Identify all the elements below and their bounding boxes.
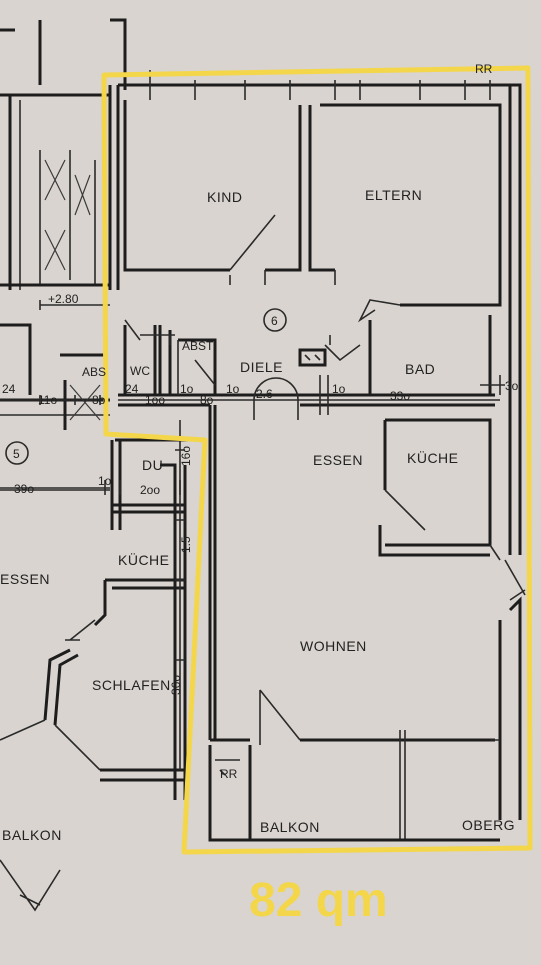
- unit-6-number: 6: [271, 314, 278, 328]
- room-label-du: DU: [142, 457, 163, 473]
- dim-39o: 39o: [14, 482, 34, 496]
- dim-8o-b: 8o: [200, 393, 214, 407]
- room-label-abs: ABS: [82, 365, 106, 379]
- area-label: 82 qm: [249, 874, 388, 927]
- room-label-eltern: ELTERN: [365, 187, 422, 203]
- room-label-wc: WC: [130, 364, 150, 378]
- room-label-essen: ESSEN: [313, 452, 363, 468]
- dim-1o-d: 1o: [98, 474, 112, 488]
- marker-level: +2.80: [48, 292, 79, 306]
- dim-15: 1.5: [179, 536, 193, 553]
- unit-6-circle: [263, 308, 287, 332]
- marker-rr-bottom: RR: [220, 767, 238, 781]
- room-label-essen-left: ESSEN: [0, 571, 50, 587]
- room-label-schlafen: SCHLAFEN: [92, 677, 171, 693]
- dim-11o: 11o: [38, 393, 57, 407]
- room-label-kind: KIND: [207, 189, 242, 205]
- unit-walls: [108, 70, 526, 842]
- dim-33o: 33o: [390, 389, 410, 403]
- dim-16o: 16o: [179, 446, 193, 466]
- room-label-wohnen: WOHNEN: [300, 638, 367, 654]
- neighbour-walls: [0, 18, 200, 912]
- dim-1o-c: 1o: [332, 382, 346, 396]
- room-label-balkon: BALKON: [260, 819, 320, 835]
- room-label-kueche-left: KÜCHE: [118, 551, 170, 568]
- highlight-outline: [101, 65, 533, 855]
- dim-8o-a: 8o: [92, 393, 106, 407]
- room-label-abst: ABST: [182, 339, 214, 353]
- dim-24b: 24: [125, 382, 139, 396]
- dim-24a: 24: [2, 382, 16, 396]
- dimension-lines: [0, 395, 185, 770]
- dim-1oo: 1oo: [145, 393, 165, 407]
- room-label-bad: BAD: [405, 361, 435, 377]
- room-label-balkon-left: BALKON: [2, 827, 62, 843]
- room-label-diele: DIELE: [240, 359, 283, 375]
- dim-1o-b: 1o: [226, 382, 240, 396]
- dim-3o: 3o: [505, 379, 519, 393]
- unit-5-circle: [5, 441, 29, 465]
- dim-1o-a: 1o: [180, 382, 194, 396]
- dim-36o: 36o: [169, 675, 183, 695]
- dim-26: 2.6: [256, 387, 273, 401]
- marker-rr-top: RR: [475, 62, 493, 76]
- marker-obergeschoss: OBERG: [462, 817, 515, 833]
- room-label-kueche: KÜCHE: [407, 449, 459, 466]
- unit-5-number: 5: [13, 447, 20, 461]
- dim-2oo: 2oo: [140, 483, 160, 497]
